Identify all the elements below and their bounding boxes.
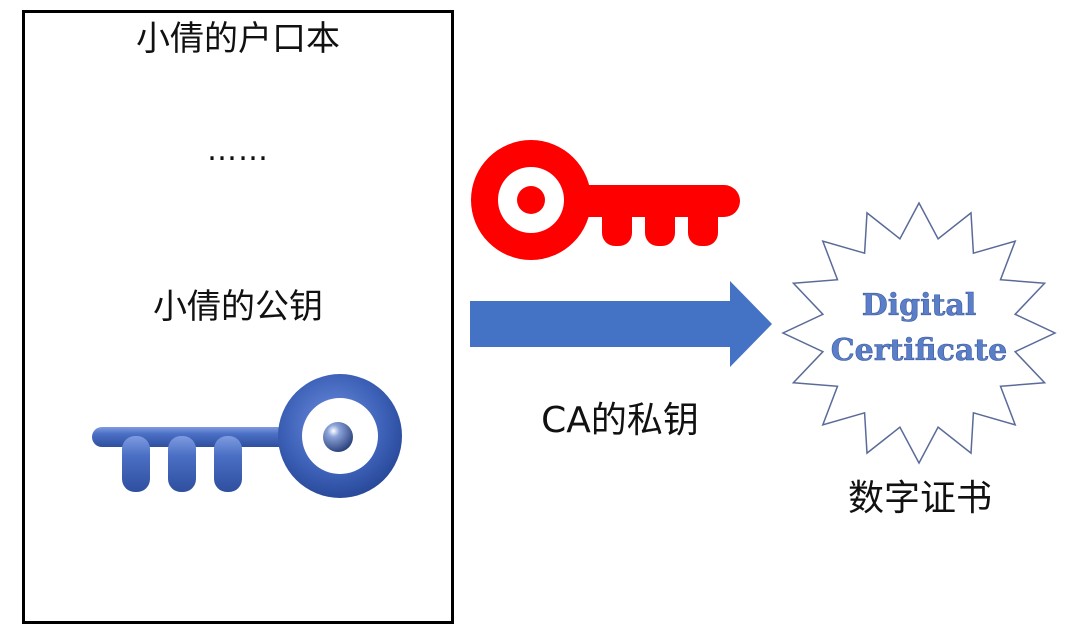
public-key-label: 小倩的公钥 (153, 287, 323, 327)
blue-key-icon (92, 374, 402, 498)
ca-private-key-label: CA的私钥 (541, 400, 699, 441)
household-register-ellipsis: …… (207, 133, 269, 168)
household-register-box: 小倩的户口本 …… 小倩的公钥 (22, 10, 454, 624)
signing-arrow (470, 281, 772, 367)
starburst-badge-icon: Digital Certificate (781, 201, 1057, 465)
household-register-title: 小倩的户口本 (136, 19, 340, 59)
certificate-badge-line2: Certificate (831, 333, 1007, 368)
red-key-icon (471, 140, 740, 260)
certificate-badge-line1: Digital (862, 288, 976, 323)
digital-certificate-label: 数字证书 (847, 478, 992, 519)
